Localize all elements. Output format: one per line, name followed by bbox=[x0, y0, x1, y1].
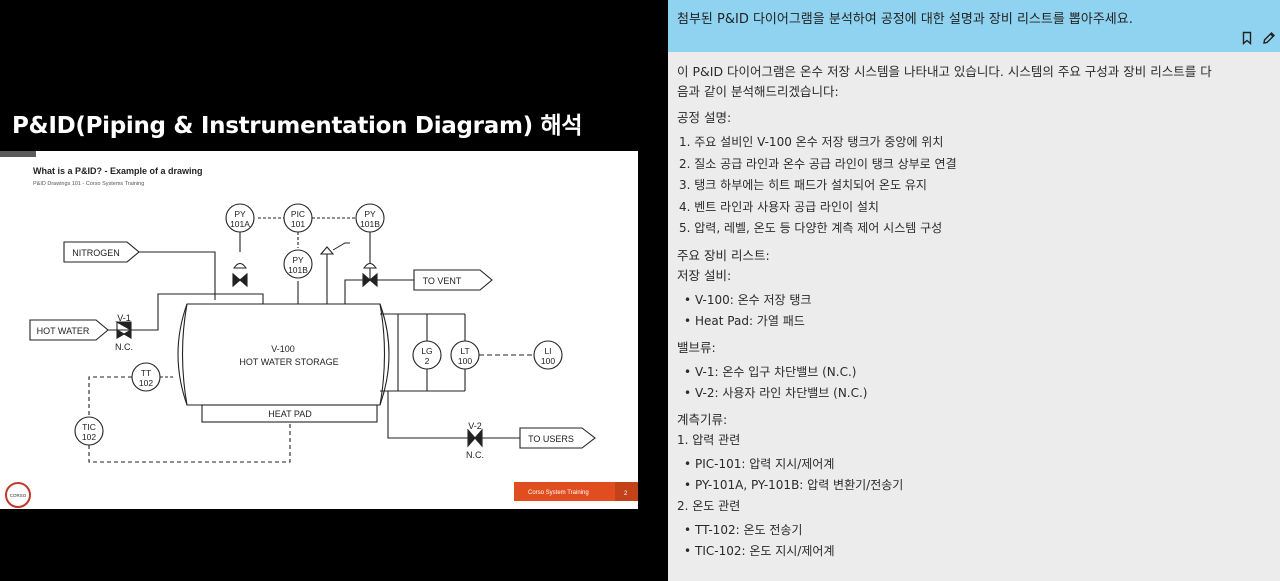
list-item: 5. 압력, 레벨, 온도 등 다양한 계측 제어 시스템 구성 bbox=[679, 221, 943, 235]
process-heading: 공정 설명: bbox=[677, 110, 732, 125]
bubble-py101b-top bbox=[355, 203, 385, 233]
valves-heading: 밸브류: bbox=[677, 339, 716, 355]
edit-icon[interactable] bbox=[1262, 31, 1276, 45]
lt100-number: 100 bbox=[458, 356, 472, 366]
hot-water-flag bbox=[29, 319, 109, 341]
list-item: 2. 질소 공급 라인과 온수 공급 라인이 탱크 상부로 연결 bbox=[679, 156, 957, 171]
storage-list: V-100: 온수 저장 탱크 Heat Pad: 가열 패드 bbox=[677, 290, 1273, 332]
pic101-number: 101 bbox=[291, 219, 305, 229]
tt102-letters: TT bbox=[141, 368, 151, 378]
pid-slide-image: What is a P&ID? - Example of a drawing P… bbox=[0, 151, 638, 509]
slide-title: P&ID(Piping & Instrumentation Diagram) 해… bbox=[12, 113, 583, 139]
tic102-letters: TIC bbox=[82, 422, 96, 432]
list-item: TIC-102: 온도 지시/제어계 bbox=[677, 541, 1273, 562]
list-item: 3. 탱크 하부에는 히트 패드가 설치되어 온도 유지 bbox=[679, 178, 927, 192]
temperature-list: TT-102: 온도 전송기 TIC-102: 온도 지시/제어계 bbox=[677, 520, 1273, 562]
bookmark-icon[interactable] bbox=[1240, 31, 1254, 45]
list-item: PY-101A, PY-101B: 압력 변환기/전송기 bbox=[677, 475, 1273, 496]
svg-text:CORSO: CORSO bbox=[10, 493, 27, 498]
storage-heading: 저장 설비: bbox=[677, 267, 732, 283]
v1-state: N.C. bbox=[115, 342, 133, 352]
list-item: PIC-101: 압력 지시/제어계 bbox=[677, 454, 1273, 475]
tank-tag: V-100 bbox=[271, 344, 295, 354]
bubble-li100 bbox=[533, 340, 563, 370]
bubble-py101b bbox=[283, 249, 313, 279]
bubble-pic101 bbox=[283, 203, 313, 233]
footer-bar bbox=[514, 482, 638, 501]
pid-diagram: What is a P&ID? - Example of a drawing P… bbox=[0, 151, 638, 508]
lg2-letters: LG bbox=[421, 346, 432, 356]
header-accent-bar bbox=[0, 151, 36, 157]
tank-v100 bbox=[177, 303, 390, 406]
chat-panel: 첨부된 P&ID 다이어그램을 분석하여 공정에 대한 설명과 장비 리스트를 … bbox=[668, 0, 1280, 581]
pressure-list: PIC-101: 압력 지시/제어계 PY-101A, PY-101B: 압력 … bbox=[677, 454, 1273, 496]
list-item: V-1: 온수 입구 차단밸브 (N.C.) bbox=[677, 362, 1273, 383]
slide-heading: What is a P&ID? - Example of a drawing bbox=[33, 166, 203, 176]
bubble-tt102 bbox=[131, 362, 161, 392]
hot-water-label: HOT WATER bbox=[37, 326, 90, 336]
tank-name: HOT WATER STORAGE bbox=[239, 357, 338, 367]
bubble-py101a bbox=[225, 203, 255, 233]
intro-line-1: 이 P&ID 다이어그램은 온수 저장 시스템을 나타내고 있습니다. 시스템의… bbox=[677, 64, 1212, 79]
to-vent-flag bbox=[413, 269, 493, 291]
footer-label: Corso System Training bbox=[528, 490, 589, 496]
page-number: 2 bbox=[624, 491, 628, 497]
corso-logo: CORSO bbox=[5, 482, 31, 508]
user-prompt-text: 첨부된 P&ID 다이어그램을 분석하여 공정에 대한 설명과 장비 리스트를 … bbox=[677, 12, 1133, 27]
slide-subheading: P&ID Drawings 101 - Corso Systems Traini… bbox=[33, 181, 144, 187]
list-item: TT-102: 온도 전송기 bbox=[677, 520, 1273, 541]
valve-v1 bbox=[114, 321, 133, 339]
py101b-top-number: 101B bbox=[360, 219, 380, 229]
bubble-lg2 bbox=[412, 340, 442, 370]
nitrogen-label: NITROGEN bbox=[72, 248, 120, 258]
py101a-letters: PY bbox=[234, 209, 246, 219]
py101b-number: 101B bbox=[288, 265, 308, 275]
nitrogen-flag bbox=[63, 241, 140, 263]
list-item: Heat Pad: 가열 패드 bbox=[677, 311, 1273, 332]
list-item: V-2: 사용자 라인 차단밸브 (N.C.) bbox=[677, 383, 1273, 404]
li100-letters: LI bbox=[544, 346, 551, 356]
v2-label: V-2 bbox=[468, 421, 482, 431]
py101a-number: 101A bbox=[230, 219, 250, 229]
lt100-letters: LT bbox=[460, 346, 469, 356]
py101b-top-letters: PY bbox=[364, 209, 376, 219]
v2-state: N.C. bbox=[466, 450, 484, 460]
valve-v2 bbox=[467, 428, 483, 448]
li100-number: 100 bbox=[541, 356, 555, 366]
equipment-heading: 주요 장비 리스트: bbox=[677, 247, 770, 263]
instruments-heading: 계측기류: bbox=[677, 411, 728, 427]
list-item: V-100: 온수 저장 탱크 bbox=[677, 290, 1273, 311]
presentation-panel: P&ID(Piping & Instrumentation Diagram) 해… bbox=[0, 113, 638, 509]
temperature-heading: 2. 온도 관련 bbox=[677, 498, 741, 513]
list-item: 1. 주요 설비인 V-100 온수 저장 탱크가 중앙에 위치 bbox=[679, 135, 944, 149]
list-item: 4. 벤트 라인과 사용자 공급 라인이 설치 bbox=[679, 199, 879, 214]
heat-pad-label: HEAT PAD bbox=[268, 409, 312, 419]
heat-pad bbox=[201, 404, 378, 423]
tt102-number: 102 bbox=[139, 378, 153, 388]
pic101-letters: PIC bbox=[291, 209, 305, 219]
intro-line-2: 음과 같이 분석해드리겠습니다: bbox=[677, 84, 839, 99]
tic102-number: 102 bbox=[82, 432, 96, 442]
pressure-heading: 1. 압력 관련 bbox=[677, 432, 741, 447]
v1-label: V-1 bbox=[117, 313, 131, 323]
py101b-letters: PY bbox=[292, 255, 304, 265]
to-users-label: TO USERS bbox=[528, 434, 574, 444]
bubble-lt100 bbox=[450, 340, 480, 370]
user-prompt-bubble: 첨부된 P&ID 다이어그램을 분석하여 공정에 대한 설명과 장비 리스트를 … bbox=[668, 0, 1280, 52]
bubble-tic102 bbox=[74, 416, 104, 446]
lg2-number: 2 bbox=[425, 356, 430, 366]
to-vent-label: TO VENT bbox=[423, 276, 462, 286]
assistant-response: 이 P&ID 다이어그램은 온수 저장 시스템을 나타내고 있습니다. 시스템의… bbox=[677, 62, 1273, 562]
process-list: 1. 주요 설비인 V-100 온수 저장 탱크가 중앙에 위치 2. 질소 공… bbox=[677, 132, 1273, 240]
valves-list: V-1: 온수 입구 차단밸브 (N.C.) V-2: 사용자 라인 차단밸브 … bbox=[677, 362, 1273, 404]
to-users-flag bbox=[519, 427, 596, 449]
